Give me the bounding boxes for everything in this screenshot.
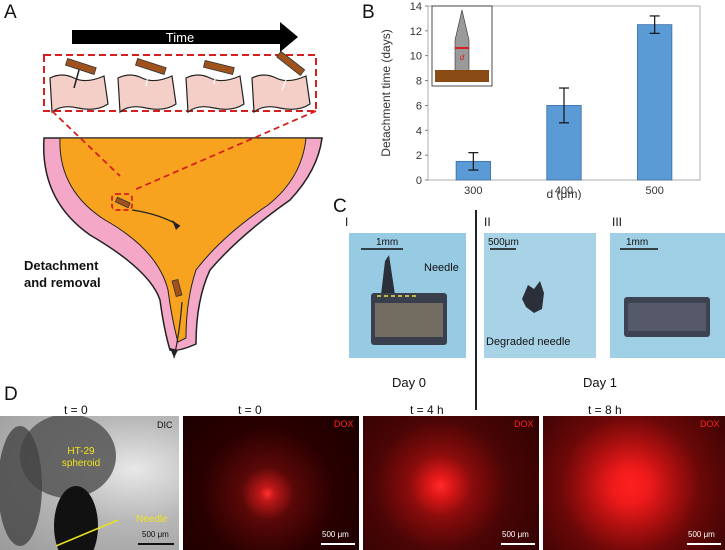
y-tick-label-2: 4 [416,125,422,137]
x-axis-label: d (μm) [547,187,582,200]
inset-d-symbol: d [460,53,465,62]
x-tick-label-500: 500 [645,185,663,197]
d4-title: t = 8 h [588,403,622,417]
y-axis-label: Detachment time (days) [379,29,393,156]
dic-scale: 500 μm [142,530,169,539]
needle-annotation: Needle [424,262,459,274]
scale-day0: 1mm [376,237,399,248]
photo-day1-degraded [484,233,596,358]
d2-title: t = 0 [238,403,262,417]
d1-title: t = 0 [64,403,88,417]
bar-500 [637,24,673,181]
dox-t4-scale: 500 μm [502,530,529,539]
dox-t8-image [543,416,725,550]
dox-t8-scale: 500 μm [688,530,715,539]
dic-channel-label: DIC [157,420,173,430]
tissue-step-3 [185,59,245,114]
colon-lumen [59,137,307,343]
scale-day1: 500μm [488,237,519,248]
photo-day0 [349,233,466,358]
sub-label-i: I [345,215,349,229]
needle-in-lumen [171,279,183,297]
tissue-step-2 [117,58,177,114]
panel-c-label: C [333,196,347,217]
y-tick-label-7: 14 [410,1,422,13]
needle-inset [431,5,493,87]
time-arrow-label: Time [165,30,195,45]
day-divider [475,210,477,410]
dic-needle-label: Needle [136,514,168,525]
y-tick-label-6: 12 [410,26,422,38]
sub-label-ii: II [484,215,491,229]
time-arrow [72,22,298,52]
spheroid-label-1: HT-29 [67,446,95,457]
y-tick-label-0: 0 [416,175,422,187]
y-tick-label-4: 8 [416,76,422,88]
day0-label: Day 0 [392,375,426,390]
panel-a-label: A [4,2,17,23]
needle-in-wall [114,196,131,209]
y-tick-label-5: 10 [410,51,422,63]
caption-line-2: and removal [24,275,101,290]
x-tick-label-300: 300 [464,185,482,197]
tissue-step-1 [49,58,109,114]
dic-image [0,416,179,550]
sub-label-iii: III [612,215,623,229]
dox-t0-scale: 500 μm [322,530,349,539]
panel-d-label: D [4,384,18,405]
panel-b-label: B [362,2,375,23]
spheroid-label-2: spheroid [61,458,101,469]
scale-day1-base: 1mm [626,237,649,248]
y-tick-label-3: 6 [416,100,422,112]
y-tick-label-1: 2 [416,150,422,162]
dox-t4-channel: DOX [514,419,534,429]
caption-line-1: Detachment [24,258,99,273]
dox-t0-image [183,416,359,550]
dox-t4-image [363,416,539,550]
day1-label: Day 1 [583,375,617,390]
photo-day1-base [610,233,725,358]
tissue-step-4 [251,50,311,114]
dox-t8-channel: DOX [700,419,720,429]
panel-a-figure [42,22,323,359]
x-tick-label-400: 400 [555,185,573,197]
d3-title: t = 4 h [410,403,444,417]
time-sequence-box [43,54,317,112]
degraded-needle-annotation: Degraded needle [486,336,571,348]
dox-t0-channel: DOX [334,419,354,429]
